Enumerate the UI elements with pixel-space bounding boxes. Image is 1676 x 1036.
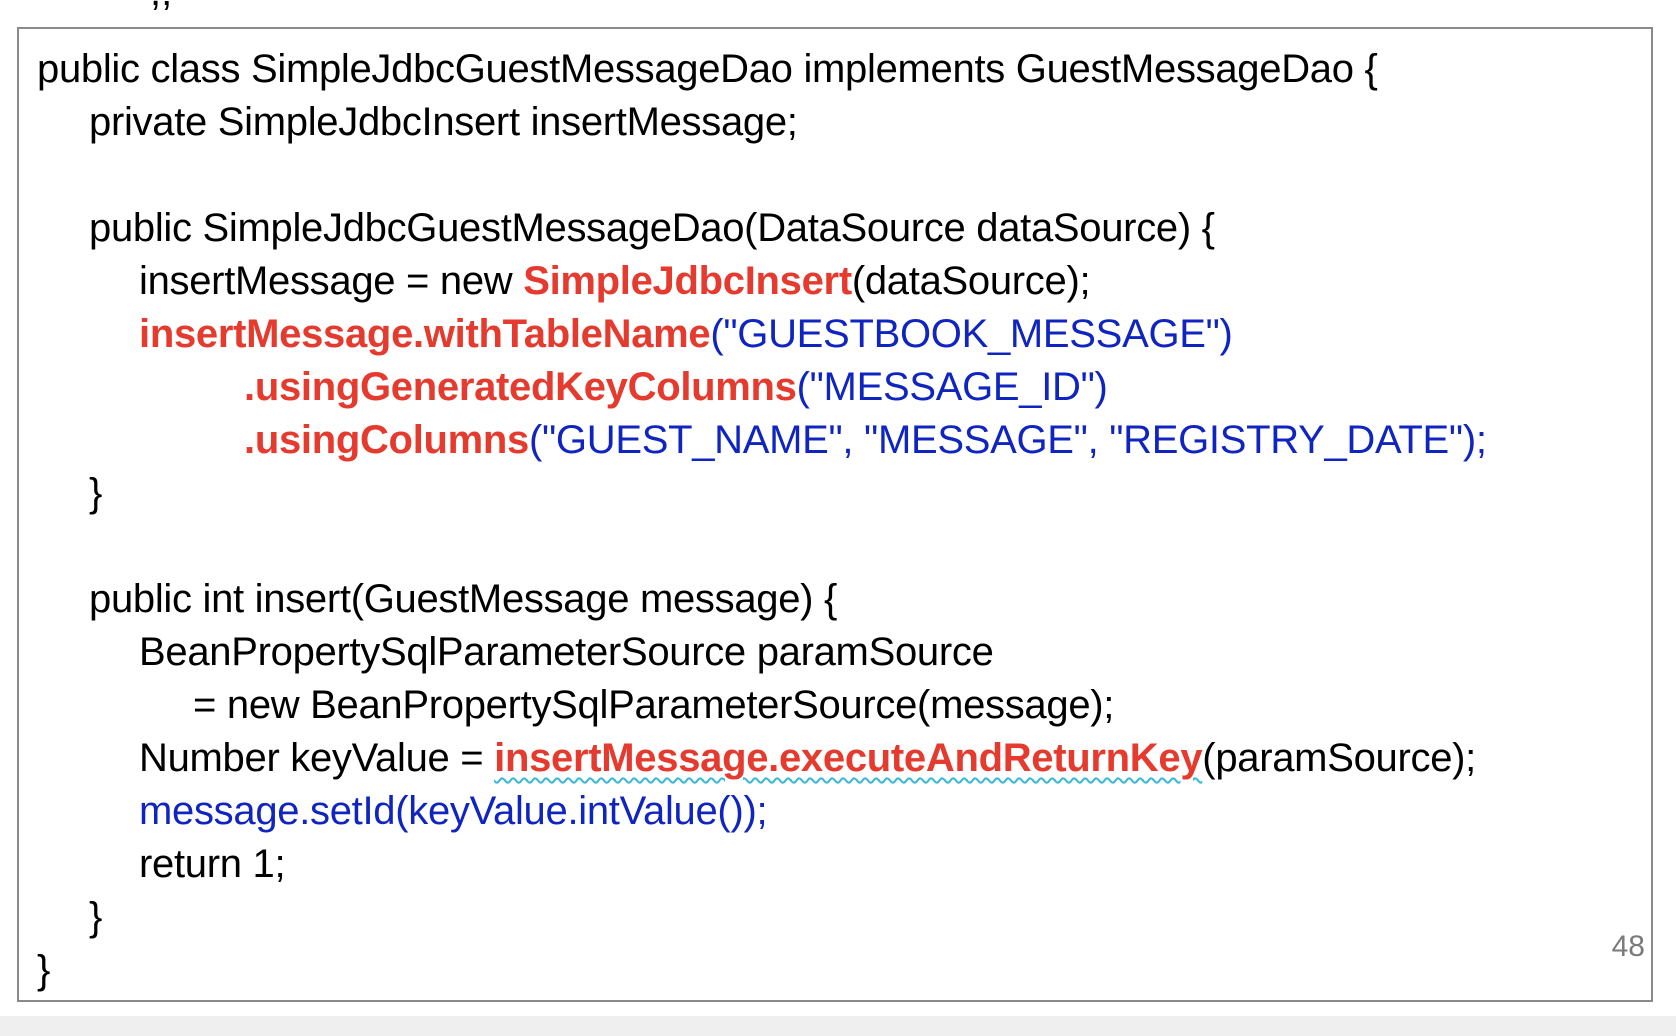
highlighted-class-name: SimpleJdbcInsert [523, 259, 852, 303]
code-line-generated-key-columns: .usingGeneratedKeyColumns("MESSAGE_ID") [19, 361, 1651, 414]
code-line-blank [19, 520, 1651, 573]
code-line-set-id: message.setId(keyValue.intValue()); [139, 789, 768, 833]
code-text: Number keyValue = [139, 736, 495, 780]
string-argument: ("GUEST_NAME", "MESSAGE", "REGISTRY_DATE… [529, 418, 1487, 462]
code-lines: public class SimpleJdbcGuestMessageDao i… [19, 43, 1651, 997]
code-line-param-source-init: = new BeanPropertySqlParameterSource(mes… [193, 683, 1115, 727]
code-block: public class SimpleJdbcGuestMessageDao i… [17, 27, 1653, 1002]
string-argument: ("GUESTBOOK_MESSAGE") [710, 312, 1233, 356]
code-line-close-brace: } [89, 471, 103, 515]
code-line-insert-method-signature: public int insert(GuestMessage message) … [89, 577, 838, 621]
previous-slide-fragment: ,; [150, 0, 172, 15]
code-line-with-table-name: insertMessage.withTableName("GUESTBOOK_M… [19, 308, 1651, 361]
bottom-strip [0, 1016, 1676, 1036]
code-line-field-declaration: private SimpleJdbcInsert insertMessage; [89, 100, 798, 144]
highlighted-method-call: insertMessage.executeAndReturnKey [494, 736, 1203, 780]
code-line-blank [19, 149, 1651, 202]
string-argument: ("MESSAGE_ID") [796, 365, 1108, 409]
highlighted-method-call: .usingColumns [244, 418, 529, 462]
code-line-insert-init: insertMessage = new SimpleJdbcInsert(dat… [19, 255, 1651, 308]
code-line-return: return 1; [139, 842, 286, 886]
slide-page-number: 48 [1611, 930, 1645, 963]
code-line-using-columns: .usingColumns("GUEST_NAME", "MESSAGE", "… [19, 414, 1651, 467]
code-line-param-source-declaration: BeanPropertySqlParameterSource paramSour… [139, 630, 994, 674]
code-text: insertMessage = new [139, 259, 524, 303]
code-line-class-close-brace: } [37, 948, 51, 992]
code-line-close-brace: } [89, 895, 103, 939]
code-line-class-declaration: public class SimpleJdbcGuestMessageDao i… [37, 47, 1378, 91]
highlighted-method-call: insertMessage.withTableName [139, 312, 711, 356]
code-line-execute-and-return-key: Number keyValue = insertMessage.executeA… [19, 732, 1651, 785]
highlighted-method-call: .usingGeneratedKeyColumns [244, 365, 797, 409]
code-line-constructor-signature: public SimpleJdbcGuestMessageDao(DataSou… [89, 206, 1215, 250]
code-text: (dataSource); [851, 259, 1091, 303]
code-text: (paramSource); [1202, 736, 1476, 780]
